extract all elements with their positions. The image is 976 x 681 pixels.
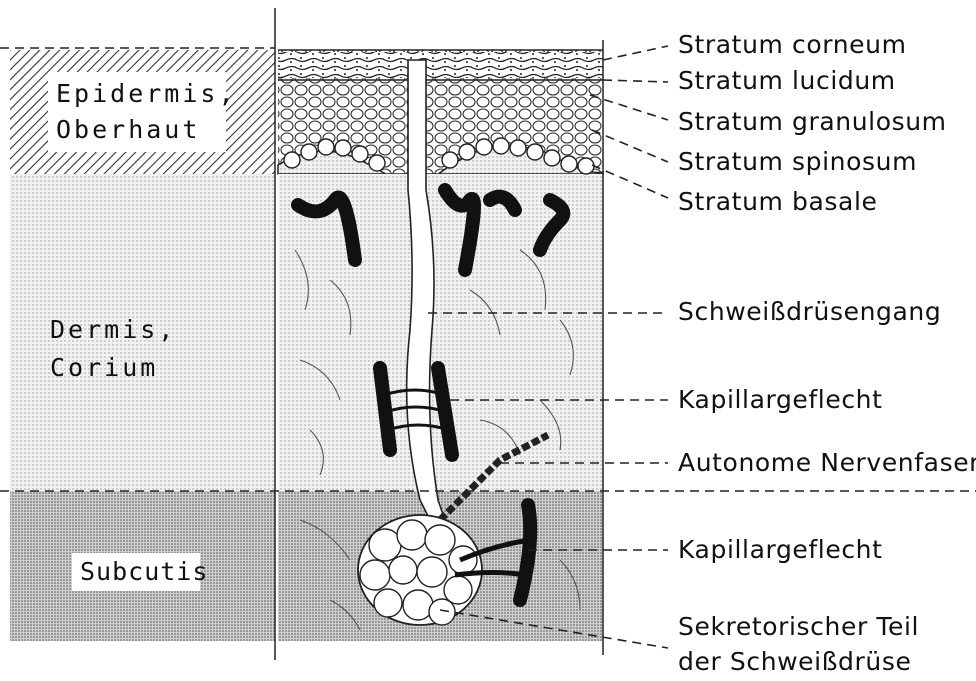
label-kapillargeflecht-lower: Kapillargeflecht bbox=[678, 535, 883, 564]
structure-labels: Stratum corneum Stratum lucidum Stratum … bbox=[678, 30, 976, 676]
epidermis-label-line2: Oberhaut bbox=[56, 115, 200, 144]
label-stratum-basale: Stratum basale bbox=[678, 187, 877, 216]
epidermis-label-line1: Epidermis, bbox=[56, 79, 237, 108]
layer-column: Epidermis, Oberhaut Dermis, Corium Subcu… bbox=[10, 50, 275, 641]
subcutis-label: Subcutis bbox=[80, 557, 208, 586]
label-schweissdruesengang: Schweißdrüsengang bbox=[678, 297, 941, 326]
label-stratum-corneum: Stratum corneum bbox=[678, 30, 907, 59]
label-stratum-granulosum: Stratum granulosum bbox=[678, 107, 947, 136]
label-sekretorischer-teil-line1: Sekretorischer Teil bbox=[678, 612, 919, 641]
label-kapillargeflecht-upper: Kapillargeflecht bbox=[678, 385, 883, 414]
tissue-illustration bbox=[278, 50, 603, 641]
label-sekretorischer-teil-line2: der Schweißdrüse bbox=[678, 647, 911, 676]
label-stratum-spinosum: Stratum spinosum bbox=[678, 147, 917, 176]
dermis-label-line2: Corium bbox=[50, 353, 158, 382]
secretory-coil bbox=[358, 515, 482, 625]
label-stratum-lucidum: Stratum lucidum bbox=[678, 66, 896, 95]
label-autonome-nervenfaser: Autonome Nervenfaser bbox=[678, 448, 976, 477]
stratum-corneum-band bbox=[278, 52, 603, 78]
dermis-label-line1: Dermis, bbox=[50, 315, 176, 344]
